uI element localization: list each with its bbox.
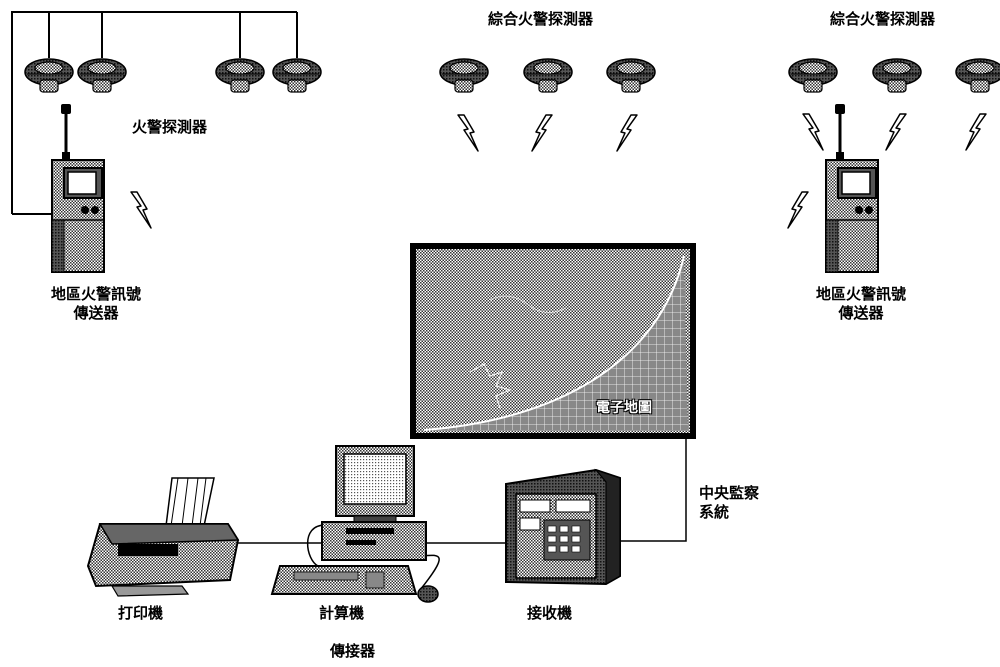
receiver-icon	[505, 468, 621, 586]
central-monitoring-label: 中央監察 系統	[699, 484, 760, 521]
signal-bolt-icon	[130, 191, 152, 229]
combined-detector-label-center: 綜合火警探測器	[488, 10, 594, 28]
signal-bolt-icon	[531, 114, 553, 152]
computer-icon	[270, 445, 439, 603]
combined-detector-6	[955, 58, 1000, 93]
combined-detector-label-right: 綜合火警探測器	[830, 10, 936, 28]
computer-label: 計算機	[319, 604, 365, 622]
left-wiring	[11, 11, 298, 215]
transceiver-label: 傳接器	[330, 642, 376, 660]
signal-bolt-icon	[457, 114, 479, 152]
local-transmitter-left	[50, 102, 106, 274]
combined-detector-5	[872, 58, 922, 93]
receiver-label: 接收機	[527, 604, 573, 622]
fire-detector-2	[77, 58, 127, 93]
combined-detector-4	[788, 58, 838, 93]
local-transmitter-right	[824, 102, 880, 274]
combined-detector-1	[439, 58, 489, 93]
electronic-map-screen	[410, 243, 696, 439]
signal-bolt-icon	[787, 191, 809, 229]
fire-detector-4	[272, 58, 322, 93]
printer-icon	[86, 477, 240, 597]
fire-detector-1	[24, 58, 74, 93]
fire-detector-3	[215, 58, 265, 93]
local-transmitter-label-right: 地區火警訊號 傳送器	[815, 285, 906, 322]
signal-bolt-icon	[965, 113, 987, 151]
combined-detector-3	[606, 58, 656, 93]
signal-bolt-icon	[885, 113, 907, 151]
local-transmitter-label-left: 地區火警訊號 傳送器	[50, 285, 141, 322]
signal-bolt-icon	[616, 114, 638, 152]
electronic-map-label: 電子地圖	[596, 400, 652, 416]
fire-detector-label: 火警探測器	[132, 118, 208, 136]
printer-label: 打印機	[118, 604, 164, 622]
combined-detector-2	[523, 58, 573, 93]
signal-bolt-icon	[802, 113, 824, 151]
